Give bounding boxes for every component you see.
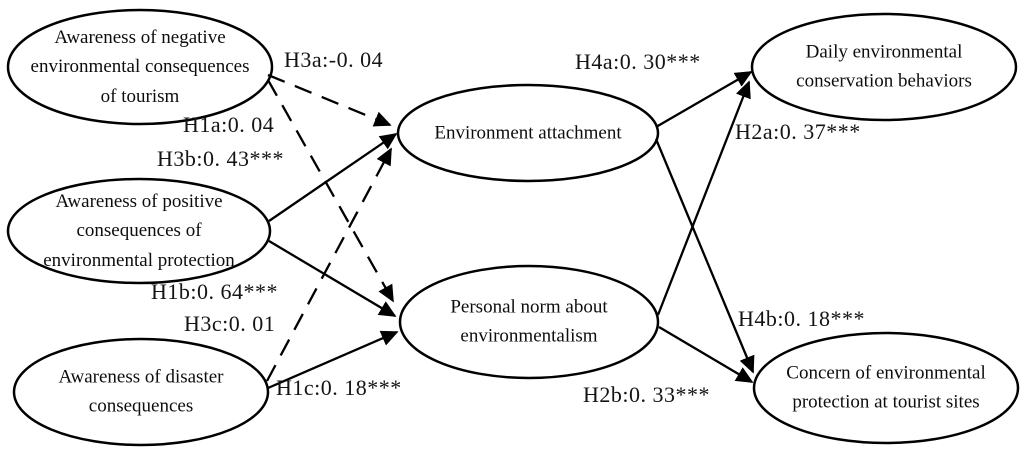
path-label-h3c: H3c:0. 01	[184, 311, 276, 336]
path-label-h1c: H1c:0. 18***	[276, 375, 402, 400]
path-label-h3b: H3b:0. 43***	[157, 146, 284, 171]
node-ellipse-daily	[750, 12, 1018, 122]
node-ellipse-positive	[6, 177, 272, 285]
node-label-norm: Personal norm about environmentalism	[450, 296, 608, 347]
path-arrow-h3c	[265, 147, 393, 382]
node-ellipse-disaster	[12, 337, 270, 447]
path-arrow-h4a	[655, 71, 753, 128]
path-label-h4b: H4b:0. 18***	[738, 306, 865, 331]
node-ellipse-norm	[398, 264, 660, 380]
node-label-daily: Daily environmental conservation behavio…	[796, 41, 972, 92]
path-label-h4a: H4a:0. 30***	[575, 49, 701, 74]
path-arrow-h4b	[654, 138, 755, 374]
node-label-concern: Concern of environmental protection at t…	[786, 362, 986, 413]
node-label-positive: Awareness of positive consequences of en…	[43, 190, 235, 271]
path-arrow-h2b	[658, 326, 754, 383]
path-arrow-h2a	[656, 80, 751, 316]
path-label-h2a: H2a:0. 37***	[735, 119, 861, 144]
path-arrow-h1a	[266, 79, 395, 303]
path-arrow-h3a	[267, 73, 392, 127]
node-ellipse-attachment	[396, 83, 660, 183]
node-label-negative: Awareness of negative environmental cons…	[30, 26, 250, 107]
path-label-h1a: H1a:0. 04	[183, 112, 275, 137]
path-label-h1b: H1b:0. 64***	[151, 279, 278, 304]
path-arrow-h3b	[268, 133, 398, 222]
path-label-h3a: H3a:-0. 04	[284, 47, 384, 72]
node-ellipse-concern	[752, 331, 1020, 445]
node-label-disaster: Awareness of disaster consequences	[58, 366, 224, 417]
path-label-h2b: H2b:0. 33***	[583, 382, 710, 407]
node-label-attachment: Environment attachment	[434, 122, 622, 144]
path-arrow-h1b	[268, 240, 397, 317]
node-ellipse-negative	[6, 8, 274, 126]
path-arrow-h1c	[267, 330, 399, 390]
